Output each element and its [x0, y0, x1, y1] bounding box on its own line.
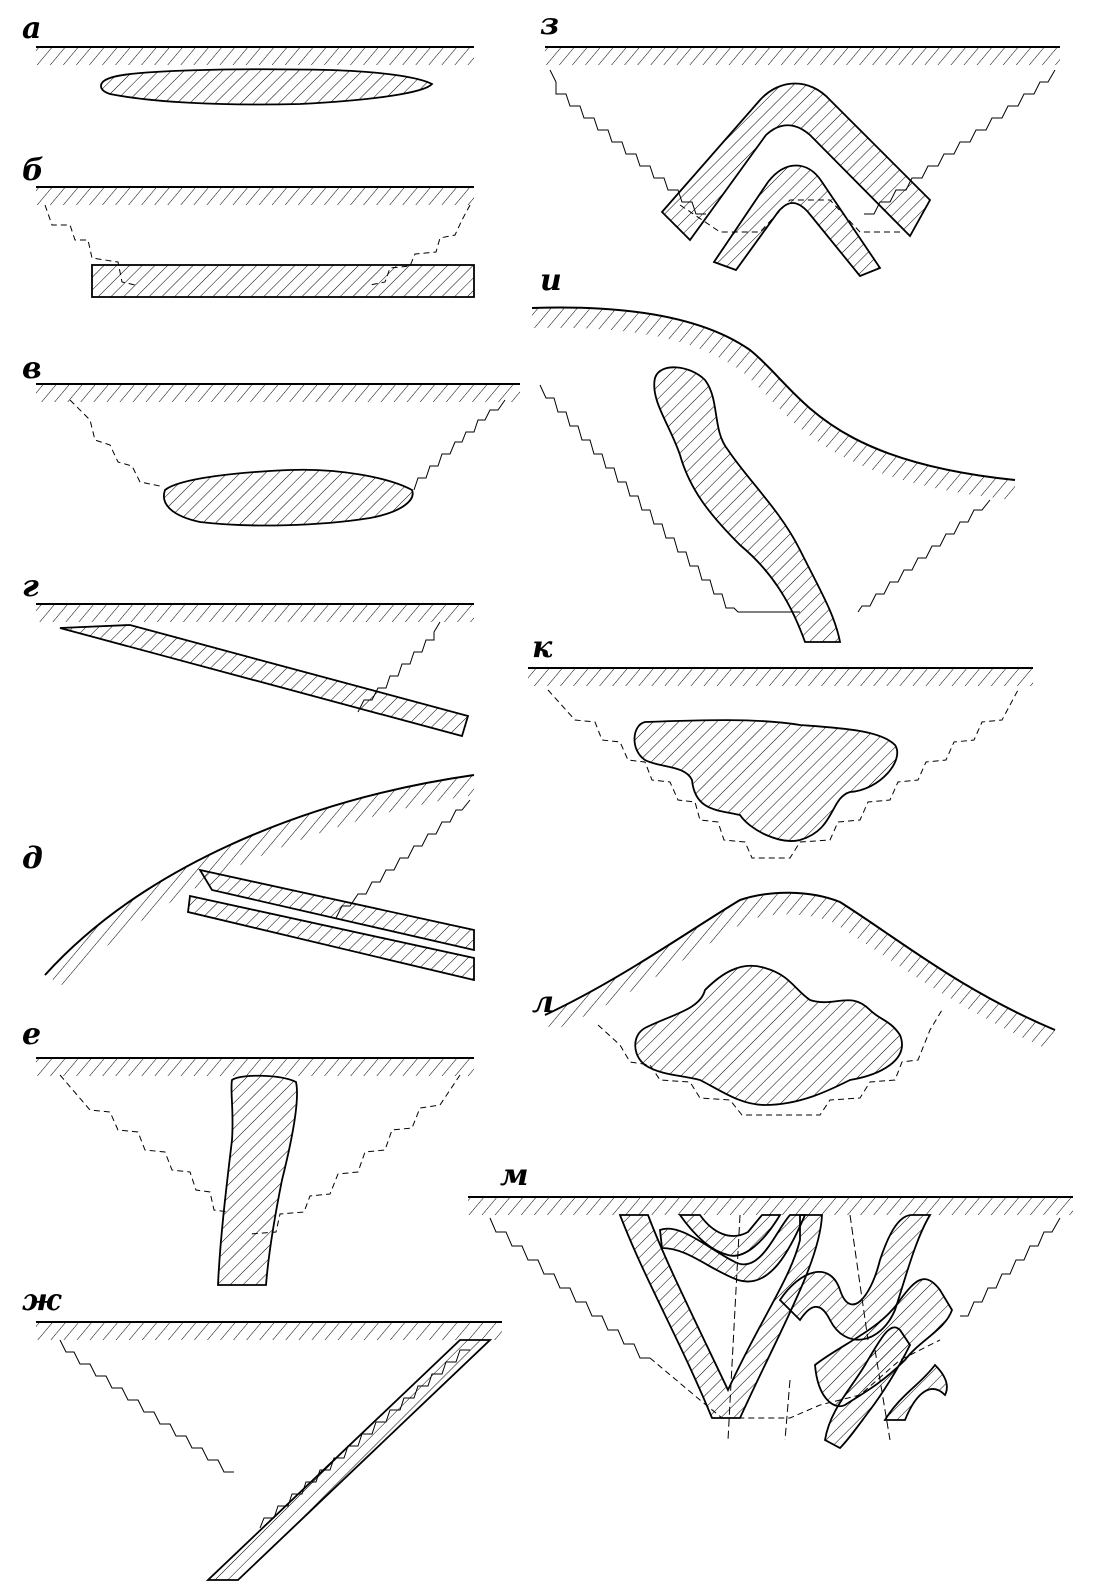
- inclined-ore-body: [653, 366, 842, 643]
- ore-bed: [91, 264, 475, 298]
- panel-k: к: [528, 630, 1033, 859]
- panel-z: з: [540, 7, 1060, 278]
- panel-label-v: в: [22, 351, 42, 386]
- panel-e: е: [22, 1017, 474, 1286]
- folded-vein-1: [618, 1214, 823, 1419]
- pit-steps-left: [489, 1217, 650, 1359]
- pit-bottom-contour: [649, 1339, 941, 1419]
- pit-steps-right: [259, 1349, 470, 1529]
- panel-label-l: л: [532, 985, 554, 1020]
- pit-steps-right: [857, 499, 991, 613]
- panel-l: л: [532, 891, 1056, 1116]
- folded-vein-7: [883, 1363, 948, 1421]
- ore-bed-lower: [187, 894, 475, 982]
- panel-g: г: [22, 569, 474, 738]
- panel-m: м: [468, 1158, 1073, 1450]
- irregular-ore-body: [633, 719, 898, 842]
- pit-steps-left: [59, 1339, 234, 1473]
- anticline-outer-bed: [660, 82, 932, 242]
- hill-surface: [544, 891, 1056, 1031]
- inclined-ore-bed: [205, 1339, 493, 1581]
- steep-vein: [217, 1074, 298, 1286]
- fault-line: [784, 1379, 791, 1441]
- panel-b: б: [22, 153, 475, 298]
- pit-bottom-contour: [679, 199, 900, 233]
- panel-label-m: м: [500, 1158, 529, 1193]
- massive-ore-body: [634, 964, 903, 1106]
- panel-label-a: а: [22, 11, 41, 46]
- pit-contour-right: [249, 1074, 461, 1235]
- pit-contour-left: [59, 1074, 229, 1213]
- slope-soil-hatch: [45, 775, 474, 985]
- dipping-ore-bed: [59, 624, 470, 738]
- panel-zh: ж: [22, 1283, 502, 1581]
- surface-soil-hatch: [528, 668, 1033, 686]
- pit-steps: [357, 621, 441, 713]
- pit-steps-left: [539, 384, 800, 613]
- folded-vein-6: [824, 1326, 912, 1450]
- surface-soil-hatch: [545, 47, 1060, 65]
- slope-soil-hatch: [532, 307, 1015, 500]
- panel-label-d: д: [22, 841, 43, 876]
- panel-label-b: б: [22, 153, 44, 188]
- surface-soil-hatch: [468, 1197, 1073, 1215]
- hill-soil-hatch: [545, 892, 1055, 1048]
- ore-body: [100, 68, 434, 106]
- pit-steps-right: [413, 399, 506, 491]
- fault-line: [849, 1214, 869, 1341]
- pit-contour: [44, 204, 471, 286]
- anticline-inner-bed: [712, 164, 882, 278]
- panel-a: а: [22, 11, 474, 106]
- panel-label-i: и: [540, 263, 562, 298]
- ore-bed-upper: [198, 868, 475, 952]
- folded-vein-3: [678, 1214, 782, 1257]
- panel-d: д: [22, 774, 475, 985]
- panel-label-g: г: [22, 569, 39, 604]
- pit-contour: [597, 1009, 943, 1116]
- pit-steps-right: [960, 1217, 1061, 1317]
- panel-label-e: е: [22, 1017, 41, 1052]
- pit-contour: [547, 689, 1019, 859]
- panel-i: и: [531, 263, 1016, 643]
- slope-surface: [44, 774, 475, 976]
- fault-line: [874, 1349, 891, 1441]
- surface-soil-hatch: [36, 1322, 502, 1340]
- fault-line: [727, 1214, 741, 1441]
- surface-soil-hatch: [36, 47, 474, 65]
- ore-lens: [163, 468, 414, 527]
- pit-steps: [335, 799, 471, 919]
- surface-soil-hatch: [36, 1058, 474, 1076]
- panel-label-z: з: [540, 7, 559, 42]
- surface-soil-hatch: [36, 187, 474, 205]
- slope-surface: [531, 306, 1016, 481]
- panel-v: в: [22, 351, 520, 527]
- surface-soil-hatch: [36, 384, 520, 402]
- panel-label-k: к: [532, 630, 553, 665]
- surface-soil-hatch: [36, 604, 474, 622]
- panel-label-zh: ж: [22, 1283, 62, 1318]
- pit-contour-left: [69, 399, 161, 487]
